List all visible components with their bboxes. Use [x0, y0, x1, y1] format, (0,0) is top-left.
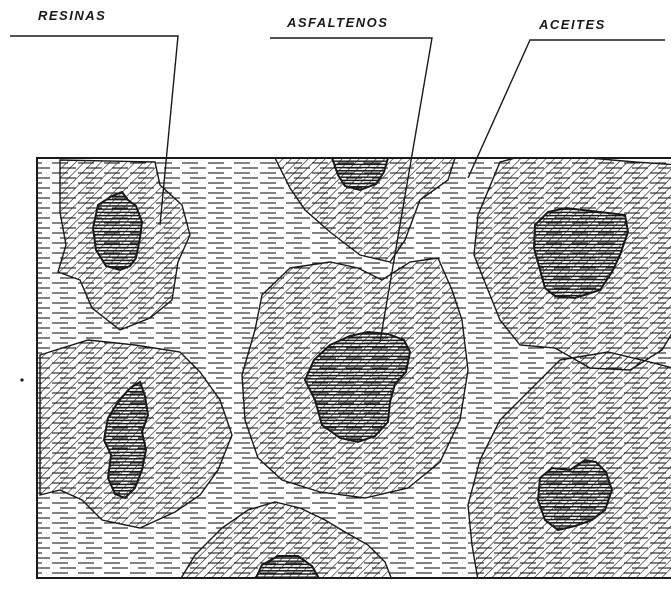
label-aceites: ACEITES [539, 17, 606, 32]
stray-dot [20, 378, 23, 381]
label-asfaltenos: ASFALTENOS [287, 15, 388, 30]
label-resinas: RESINAS [38, 8, 106, 23]
